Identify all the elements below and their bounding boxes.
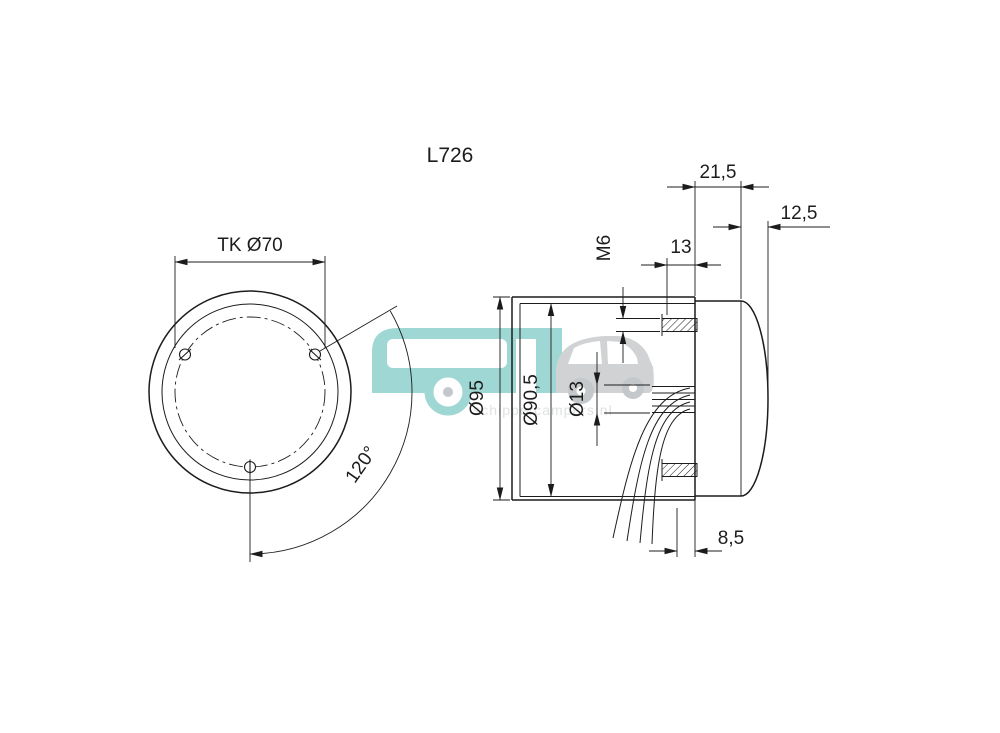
watermark-caravan-door (516, 339, 536, 393)
front-view: TK Ø70 120° (148, 235, 413, 562)
outer-diameter-label: Ø95 (467, 380, 488, 416)
rear-offset-label: 8,5 (718, 528, 744, 549)
screw-angle-dim-label: 120° (342, 443, 382, 487)
watermark-car-window-front (568, 341, 602, 364)
watermark-car-wheel-front-hub (576, 386, 586, 396)
watermark-logo: schippercampers.nl (372, 328, 654, 418)
bolt-circle-dim-label: TK Ø70 (217, 235, 282, 256)
watermark-car-wheel-rear-hub (629, 384, 637, 392)
inner-rim-circle (161, 303, 339, 481)
lens-protrusion-label: 12,5 (781, 203, 818, 224)
mounting-studs (661, 314, 698, 481)
stud-bottom (661, 463, 698, 477)
side-dimension-lines (493, 181, 830, 557)
bolt-circle-dimension (174, 256, 326, 348)
body-diameter-label: Ø90,5 (521, 374, 542, 426)
screw-angle-dimension (249, 305, 413, 562)
stud-top (661, 318, 698, 332)
drawing-title: L726 (427, 144, 474, 167)
lens-dome-arc (740, 300, 769, 497)
watermark-caravan-hub (443, 387, 453, 397)
cable-wires (612, 386, 695, 545)
screw-holes (178, 348, 322, 475)
cable-diameter-label: Ø13 (567, 381, 588, 417)
overall-depth-label: 21,5 (700, 162, 737, 183)
watermark-caravan-window (387, 339, 507, 368)
watermark-car-window-rear (607, 341, 638, 364)
stud-thread-label: M6 (594, 235, 615, 261)
stud-length-label: 13 (670, 237, 691, 258)
watermark-text: schippercampers.nl (473, 402, 612, 418)
bolt-circle-centerline (174, 316, 326, 468)
side-view: Ø95 Ø90,5 Ø13 M6 13 21,5 12,5 8,5 (467, 162, 830, 557)
